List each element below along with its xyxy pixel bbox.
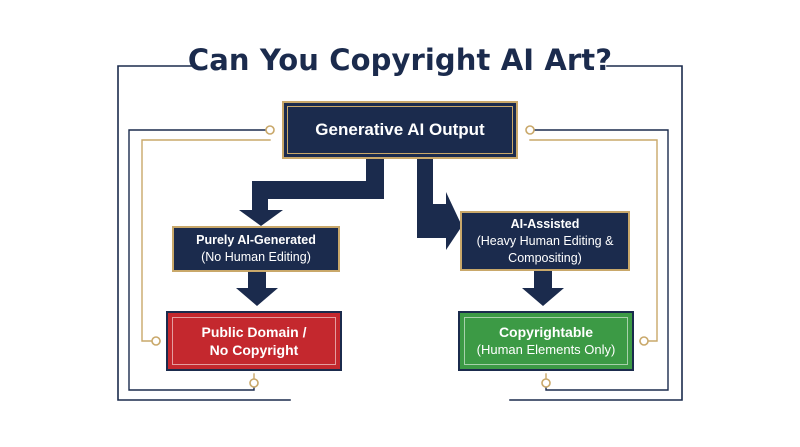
decorative-frame (117, 65, 683, 401)
dot-right-side (639, 336, 649, 346)
node-label: Generative AI Output (315, 120, 485, 139)
frame-top-left (117, 65, 291, 401)
node-generative-ai-output: Generative AI Output (282, 101, 518, 159)
dot-left-side (151, 336, 161, 346)
page-title: Can You Copyright AI Art? (187, 43, 613, 77)
node-label: AI-Assisted (510, 216, 580, 231)
node-label: Copyrightable (498, 324, 594, 340)
elbow-arrow-icon (239, 159, 384, 226)
node-label: Public Domain / (201, 324, 307, 340)
node-label-2: No Copyright (209, 342, 299, 358)
node-detail-2: Compositing) (508, 250, 582, 265)
dot-bottom-left (249, 378, 259, 388)
connector-dots (151, 125, 649, 388)
down-arrow-icon (522, 271, 564, 306)
node-purely-ai-generated: Purely AI-Generated (No Human Editing) (172, 226, 340, 272)
node-detail: (Heavy Human Editing & (476, 233, 614, 248)
node-copyrightable: Copyrightable (Human Elements Only) (458, 311, 634, 371)
flow-arrows (236, 159, 564, 306)
gold-line-left (141, 139, 271, 342)
node-ai-assisted: AI-Assisted (Heavy Human Editing & Compo… (460, 211, 630, 271)
node-detail: (No Human Editing) (201, 250, 311, 264)
node-detail: (Human Elements Only) (476, 342, 616, 357)
node-public-domain: Public Domain / No Copyright (166, 311, 342, 371)
frame-inner-right (529, 129, 669, 391)
dot-right-top (525, 125, 535, 135)
frame-inner-left (128, 129, 271, 391)
elbow-arrow-icon (417, 159, 462, 250)
dot-bottom-right (541, 378, 551, 388)
node-label: Purely AI-Generated (196, 233, 316, 247)
dot-left-top (265, 125, 275, 135)
frame-top-right (509, 65, 683, 401)
down-arrow-icon (236, 272, 278, 306)
